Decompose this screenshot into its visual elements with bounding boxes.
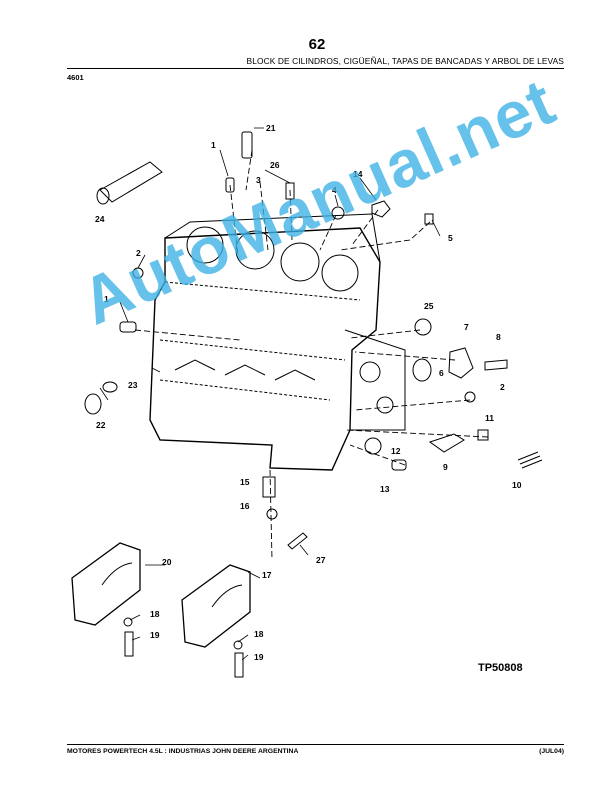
bushing-25: [414, 318, 432, 336]
callout-24: 24: [95, 214, 105, 224]
plate-7: [448, 347, 474, 379]
page-number: 62: [308, 36, 326, 53]
callout-18-right: 18: [254, 629, 264, 639]
callout-5: 5: [448, 233, 453, 243]
plug-15: [262, 476, 276, 498]
bolt-8: [484, 359, 508, 371]
plug-5: [424, 213, 434, 225]
callout-25: 25: [424, 301, 434, 311]
callout-4: 4: [332, 185, 337, 195]
callout-22: 22: [96, 420, 106, 430]
bore-1: [186, 226, 224, 264]
main-bearing-cap-20: [71, 542, 141, 626]
callout-19-left: 19: [150, 630, 160, 640]
plug-22: [84, 393, 102, 415]
seal-23: [102, 381, 118, 393]
callout-10: 10: [512, 480, 522, 490]
bushing-12: [364, 437, 382, 455]
callout-13: 13: [380, 484, 390, 494]
plug-4: [331, 206, 345, 220]
dowel-1-left: [119, 321, 137, 333]
callout-26: 26: [270, 160, 280, 170]
callout-8: 8: [496, 332, 501, 342]
bushing-6: [412, 358, 432, 382]
callout-23: 23: [128, 380, 138, 390]
page-title: BLOCK DE CILINDROS, CIGÜEÑAL, TAPAS DE B…: [246, 56, 564, 66]
pin-27: [287, 532, 308, 550]
cylinder-block: [149, 227, 381, 471]
footer-date: (JUL04): [539, 748, 564, 755]
callout-17: 17: [262, 570, 272, 580]
sealant-tube-24: [99, 161, 163, 203]
dowel-1-top: [225, 177, 235, 193]
figure-code: TP50808: [478, 662, 523, 674]
callout-16: 16: [240, 501, 250, 511]
callout-6: 6: [439, 368, 444, 378]
main-bearing-cap-17: [181, 564, 251, 648]
callout-7: 7: [464, 322, 469, 332]
callout-14: 14: [353, 169, 363, 179]
plug-11: [477, 429, 489, 441]
fitting-14: [371, 200, 391, 218]
callout-27: 27: [316, 555, 326, 565]
crank-saddles: [174, 359, 316, 381]
bore-3: [280, 242, 320, 282]
callout-21: 21: [266, 123, 276, 133]
callout-18-left: 18: [150, 609, 160, 619]
callout-3: 3: [256, 175, 261, 185]
section-code: 4601: [67, 73, 84, 82]
idler-shaft-9: [428, 433, 465, 453]
callout-2-left: 2: [136, 248, 141, 258]
plug-13: [391, 459, 407, 471]
callout-1-top: 1: [211, 140, 216, 150]
plug-21: [241, 131, 253, 159]
callout-11: 11: [485, 413, 494, 423]
callout-15: 15: [240, 477, 250, 487]
callout-12: 12: [391, 446, 401, 456]
washer-16: [266, 508, 278, 520]
bore-2: [235, 230, 275, 270]
header-rule: [67, 68, 564, 69]
callout-1-left: 1: [104, 294, 109, 304]
callout-20: 20: [162, 557, 172, 567]
plug-2-right: [464, 391, 476, 403]
callout-9: 9: [443, 462, 448, 472]
block-top-deck: [164, 213, 381, 263]
side-face: [344, 329, 406, 431]
callout-2-right: 2: [500, 382, 505, 392]
footer-publication: MOTORES POWERTECH 4.5L : INDUSTRIAS JOHN…: [67, 748, 299, 755]
footer-rule: [67, 744, 564, 745]
spring-10: [517, 451, 543, 469]
callout-19-right: 19: [254, 652, 264, 662]
bore-4: [321, 254, 359, 292]
